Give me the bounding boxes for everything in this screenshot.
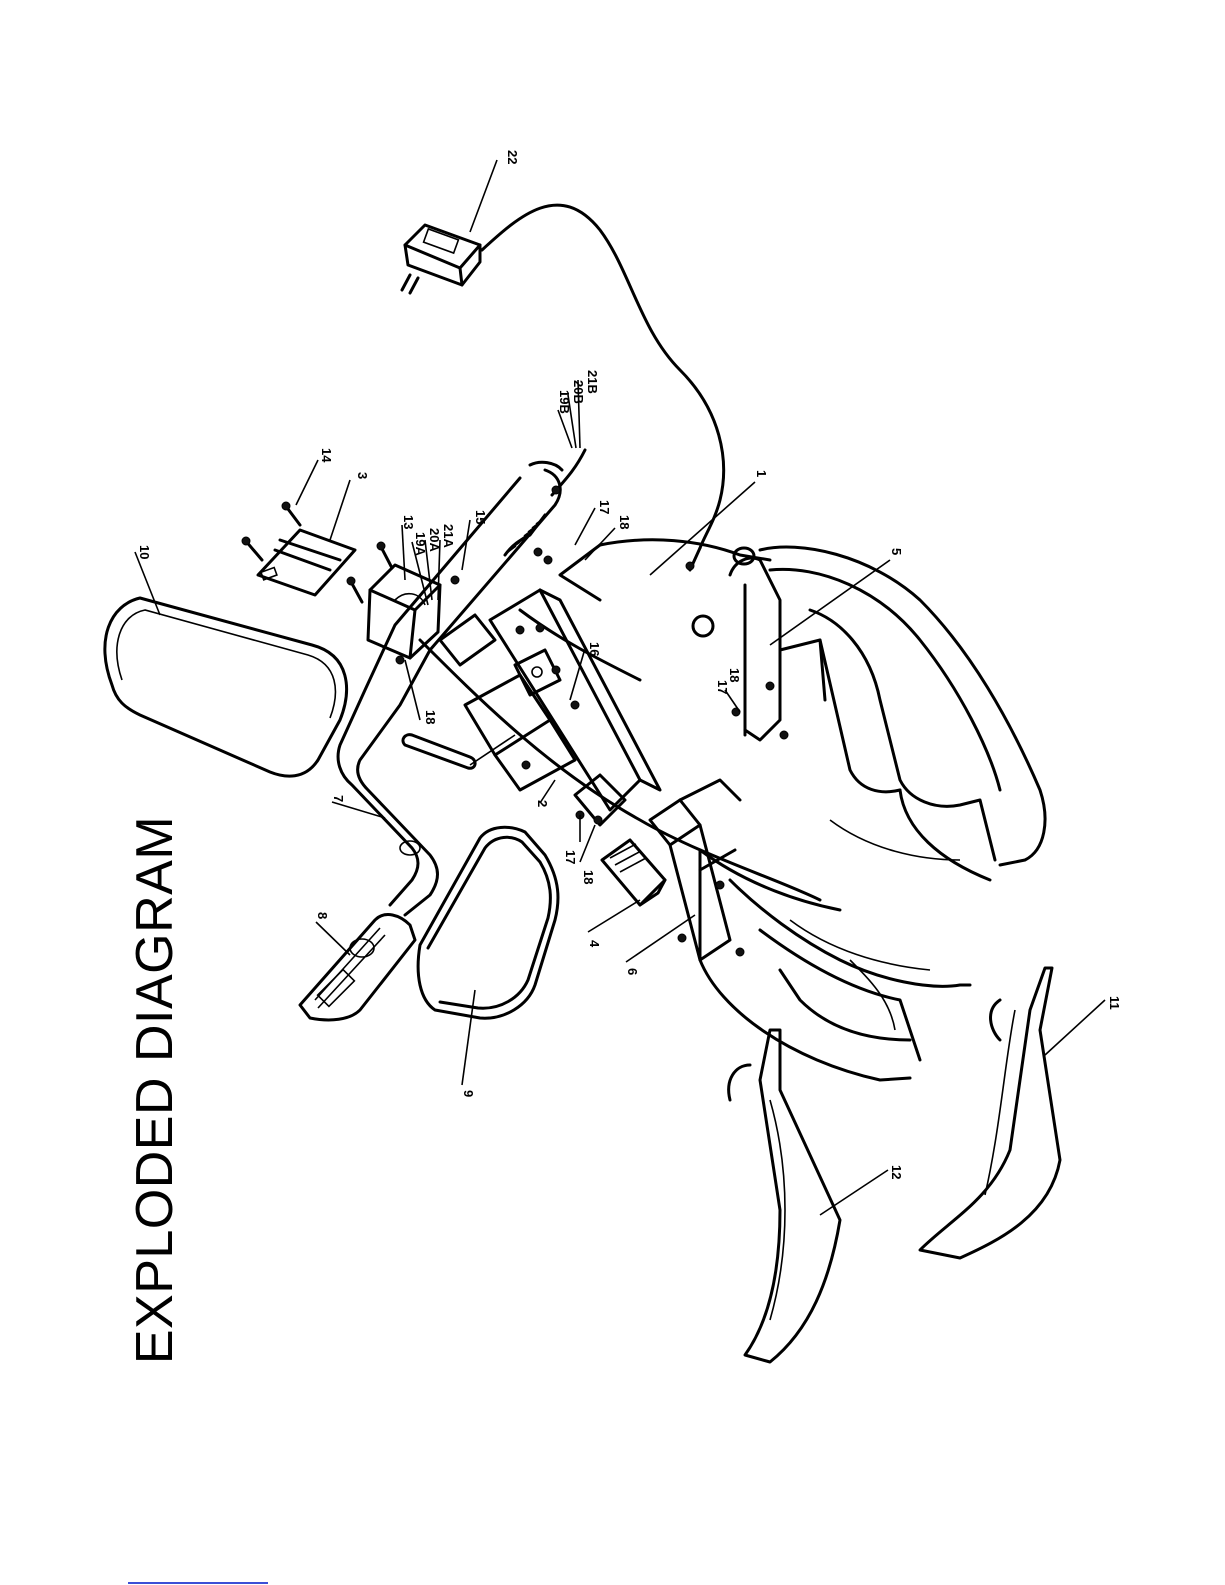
callout-9: 9 (461, 1090, 476, 1097)
callout-20a: 20A (427, 528, 442, 552)
callout-10: 10 (137, 545, 152, 559)
front-stabilizer-part (650, 780, 740, 960)
callout-17-lower: 17 (563, 850, 578, 864)
callout-15: 15 (473, 510, 488, 524)
callout-7: 7 (331, 795, 346, 802)
rear-stabilizer-part (693, 548, 825, 740)
console-part (300, 915, 415, 1020)
callout-14: 14 (319, 448, 334, 463)
callout-21a: 21A (441, 524, 456, 548)
callout-18-left: 18 (423, 710, 438, 724)
callout-12: 12 (889, 1165, 904, 1179)
center-post-part (440, 590, 660, 825)
callout-21b: 21B (585, 370, 600, 394)
callout-17-upper: 17 (597, 500, 612, 514)
callout-19a: 19A (413, 532, 428, 556)
back-cushion-part (105, 598, 347, 776)
callout-16: 16 (587, 642, 602, 656)
callout-4: 4 (587, 940, 602, 948)
callout-19b: 19B (557, 390, 572, 414)
callout-22: 22 (505, 150, 520, 164)
leader-lines (135, 160, 1105, 1215)
callout-1: 1 (754, 470, 769, 477)
callout-11: 11 (1107, 996, 1122, 1010)
callout-18-upper: 18 (617, 515, 632, 529)
callout-18-right: 18 (727, 668, 742, 682)
seat-post-bracket-part (258, 530, 355, 595)
callout-2: 2 (535, 800, 550, 807)
tension-cable-part (552, 450, 585, 495)
callout-18-lower: 18 (581, 870, 596, 884)
right-arm-part (920, 968, 1060, 1258)
callout-6: 6 (625, 968, 640, 975)
callout-3: 3 (355, 472, 370, 479)
callout-13: 13 (401, 515, 416, 529)
left-arm-part (729, 1030, 840, 1362)
end-cap-part (602, 840, 665, 905)
callout-8: 8 (315, 912, 330, 919)
callout-5: 5 (889, 548, 904, 555)
callout-20b: 20B (571, 380, 586, 404)
rear-shroud-part (700, 547, 1045, 1080)
power-adapter-part (402, 205, 724, 570)
seat-part (418, 827, 558, 1018)
footer-underline (128, 1582, 268, 1584)
